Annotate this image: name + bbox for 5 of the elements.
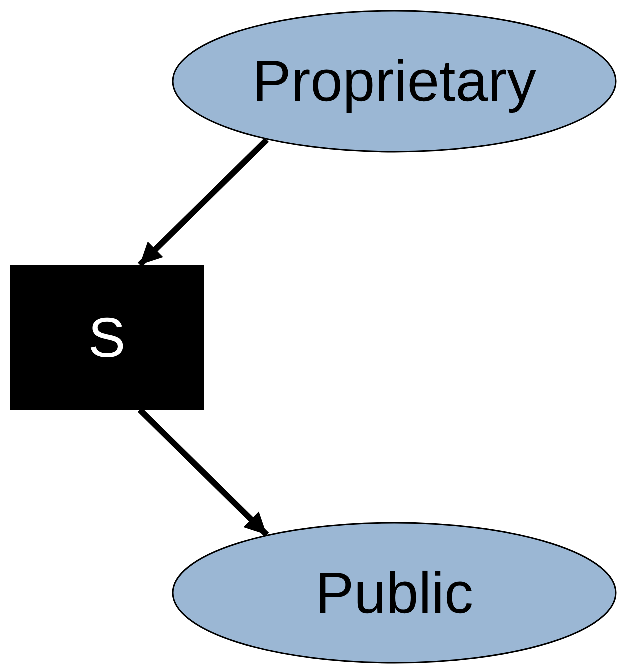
node-label: S bbox=[88, 305, 126, 370]
arrow bbox=[138, 138, 270, 268]
node-label: Proprietary bbox=[252, 48, 536, 115]
arrow bbox=[138, 408, 270, 538]
node-label: Public bbox=[316, 560, 474, 626]
